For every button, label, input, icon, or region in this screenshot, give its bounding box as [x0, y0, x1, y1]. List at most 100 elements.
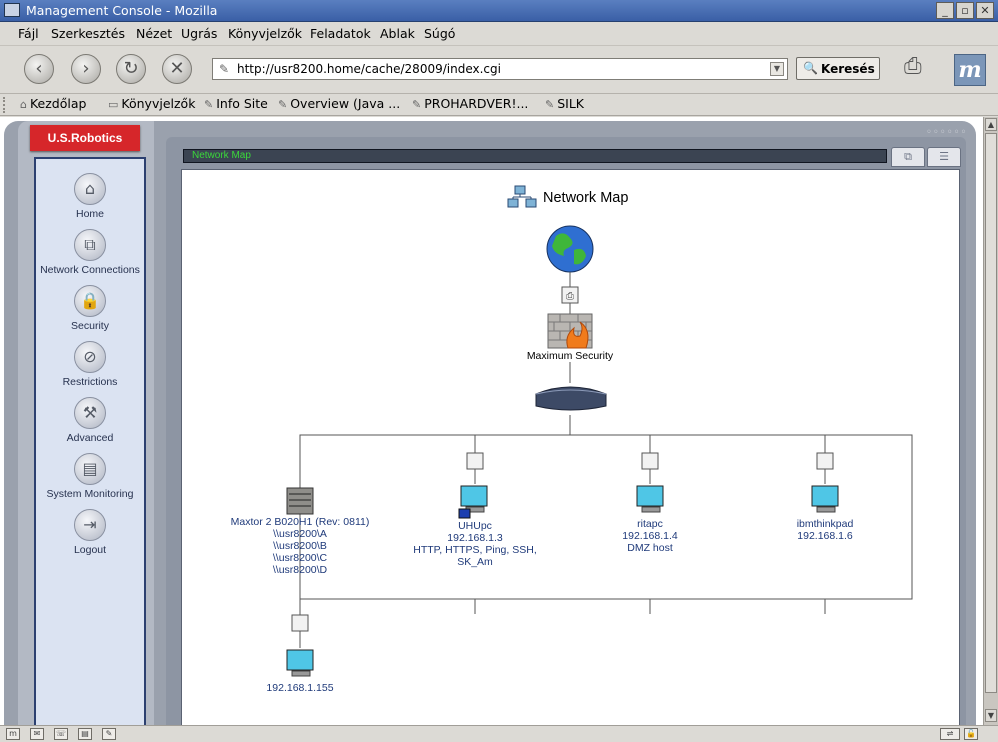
sidebar-item-advanced[interactable]: ⚒ Advanced [36, 397, 144, 444]
home-icon: ⌂ [20, 98, 27, 111]
bookmark-prohardver[interactable]: ✎PROHARDVER!... [412, 96, 529, 111]
vertical-scrollbar[interactable]: ▲ ▼ [983, 117, 998, 725]
page-content: U.S.Robotics ◦◦◦◦◦◦ ⌂ Home ⧉ Network Con… [0, 117, 983, 725]
router-icon[interactable] [535, 386, 607, 411]
chat-icon[interactable]: ☏ [54, 728, 68, 740]
tools-icon: ⚒ [74, 397, 106, 429]
url-dropdown-button[interactable]: ▼ [770, 62, 784, 76]
menu-edit[interactable]: Szerkesztés [51, 26, 125, 41]
page-icon: ✎ [219, 62, 230, 76]
sidebar-item-label: Advanced [66, 432, 114, 444]
menu-view[interactable]: Nézet [136, 26, 173, 41]
sidebar-item-label: Network Connections [40, 264, 140, 276]
sidebar-item-home[interactable]: ⌂ Home [36, 173, 144, 220]
personal-toolbar: ⌂Kezdőlap ▭Könyvjelzők ✎Info Site ✎Overv… [0, 94, 998, 116]
firewall-icon[interactable] [547, 313, 593, 349]
lan-bus [299, 434, 913, 600]
computer-icon[interactable] [286, 649, 314, 677]
forward-arrow-icon: › [82, 58, 90, 79]
forward-button[interactable]: › [71, 54, 101, 84]
minimize-button[interactable]: _ [936, 2, 954, 19]
window-menu-icon[interactable] [4, 3, 20, 17]
storage-device-icon[interactable] [286, 487, 314, 515]
navigation-toolbar: ‹ › ↻ ✕ ✎ http://usr8200.home/cache/2800… [0, 46, 998, 94]
close-button[interactable]: ✕ [976, 2, 994, 19]
bookmark-icon: ✎ [545, 98, 555, 111]
network-title-icon [507, 185, 537, 208]
sidebar-item-security[interactable]: 🔒 Security [36, 285, 144, 332]
back-button[interactable]: ‹ [24, 54, 54, 84]
print-icon[interactable]: ⎙ [904, 54, 922, 79]
sidebar-item-label: Restrictions [62, 376, 118, 388]
sidebar-item-system-monitoring[interactable]: ▤ System Monitoring [36, 453, 144, 500]
device-label-uhupc[interactable]: UHUpc 192.168.1.3 HTTP, HTTPS, Ping, SSH… [413, 520, 537, 568]
lock-icon: 🔒 [74, 285, 106, 317]
address-book-icon[interactable]: ✎ [102, 728, 116, 740]
restrictions-icon: ⊘ [74, 341, 106, 373]
bookmark-folder[interactable]: ▭Könyvjelzők [108, 96, 196, 111]
online-status-icon: ⇌ [940, 728, 960, 740]
mozilla-logo[interactable]: m [954, 54, 986, 86]
bookmark-info-site[interactable]: ✎Info Site [204, 96, 268, 111]
reload-icon: ↻ [123, 58, 139, 79]
computer-icon[interactable] [458, 485, 488, 519]
menu-go[interactable]: Ugrás [181, 26, 218, 41]
window-title: Management Console - Mozilla [26, 3, 218, 18]
computer-icon[interactable] [636, 485, 664, 513]
reload-button[interactable]: ↻ [116, 54, 146, 84]
toolbar-grip[interactable] [3, 97, 9, 113]
scroll-thumb[interactable] [985, 133, 997, 693]
menu-bookmarks[interactable]: Könyvjelzők [228, 26, 303, 41]
bookmark-home[interactable]: ⌂Kezdőlap [20, 96, 87, 111]
internet-globe-icon[interactable] [546, 225, 594, 273]
mail-icon[interactable]: ✉ [30, 728, 44, 740]
wireless-port-icon [291, 614, 309, 632]
connection-port-icon [466, 452, 484, 470]
back-arrow-icon: ‹ [35, 58, 43, 79]
composer-icon[interactable]: ▤ [78, 728, 92, 740]
maximize-button[interactable]: ▫ [956, 2, 974, 19]
home-icon: ⌂ [74, 173, 106, 205]
menu-tasks[interactable]: Feladatok [310, 26, 371, 41]
bookmark-icon: ✎ [278, 98, 288, 111]
bookmark-overview[interactable]: ✎Overview (Java ... [278, 96, 401, 111]
security-lock-icon[interactable]: 🔓 [964, 728, 978, 740]
search-icon: 🔍 [803, 61, 818, 75]
search-button[interactable]: 🔍 Keresés [796, 57, 880, 80]
navigator-icon[interactable]: m [6, 728, 20, 740]
device-label-155[interactable]: 192.168.1.155 [266, 682, 334, 694]
stop-icon: ✕ [169, 58, 185, 79]
list-view-tab[interactable]: ☰ [927, 147, 961, 167]
monitor-icon: ▤ [74, 453, 106, 485]
sidebar-item-label: Security [71, 320, 109, 332]
firewall-label: Maximum Security [526, 350, 614, 362]
status-bar: m ✉ ☏ ▤ ✎ ⇌ 🔓 [0, 725, 998, 742]
scroll-up-button[interactable]: ▲ [985, 118, 997, 131]
device-label-storage[interactable]: Maxtor 2 B020H1 (Rev: 0811) \\usr8200\A … [230, 516, 370, 576]
url-bar[interactable]: ✎ http://usr8200.home/cache/28009/index.… [212, 58, 788, 80]
sidebar-item-logout[interactable]: ⇥ Logout [36, 509, 144, 556]
map-view-tab[interactable]: ⧉ [891, 147, 925, 167]
menu-help[interactable]: Súgó [424, 26, 456, 41]
window-titlebar: Management Console - Mozilla _ ▫ ✕ [0, 0, 998, 22]
logout-icon: ⇥ [74, 509, 106, 541]
device-label-ibmthinkpad[interactable]: ibmthinkpad 192.168.1.6 [796, 518, 854, 542]
url-text[interactable]: http://usr8200.home/cache/28009/index.cg… [237, 62, 501, 76]
menu-window[interactable]: Ablak [380, 26, 415, 41]
menu-file[interactable]: Fájl [18, 26, 39, 41]
network-tree-icon: ⧉ [904, 150, 912, 163]
search-label: Keresés [821, 62, 875, 76]
port-glyph: ⎙ [566, 291, 574, 302]
sidebar-item-label: Home [75, 208, 104, 220]
device-label-ritapc[interactable]: ritapc 192.168.1.4 DMZ host [622, 518, 678, 554]
sidebar-item-restrictions[interactable]: ⊘ Restrictions [36, 341, 144, 388]
stop-button[interactable]: ✕ [162, 54, 192, 84]
usrobotics-logo: U.S.Robotics [30, 125, 140, 151]
bookmark-silk[interactable]: ✎SILK [545, 96, 585, 111]
frame-grip: ◦◦◦◦◦◦ [926, 127, 968, 138]
folder-icon: ▭ [108, 98, 119, 111]
sidebar-item-network-connections[interactable]: ⧉ Network Connections [36, 229, 144, 276]
scroll-down-button[interactable]: ▼ [985, 709, 997, 722]
computer-icon[interactable] [811, 485, 839, 513]
